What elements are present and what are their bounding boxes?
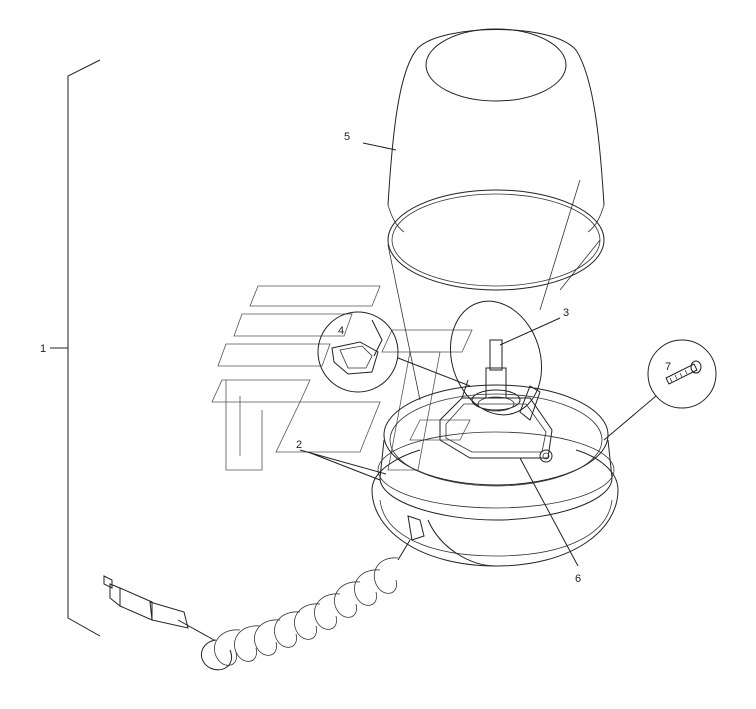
callout-1: 1: [40, 343, 46, 355]
assembly-bracket: [50, 59, 101, 637]
callout-7: 7: [665, 361, 671, 373]
coiled-cable: [103, 515, 425, 671]
reflector-plate: [439, 379, 579, 567]
projection-lines: [387, 179, 601, 401]
callout-6: 6: [575, 573, 581, 585]
lamp-base: [299, 384, 619, 567]
bulb: [449, 300, 561, 416]
screw-detail: [603, 339, 717, 441]
callout-2: 2: [296, 439, 302, 451]
callout-5: 5: [344, 131, 350, 143]
callout-4: 4: [338, 325, 344, 337]
callout-3: 3: [563, 307, 569, 319]
dome-lens: [362, 28, 605, 291]
background-logo-outline: [211, 285, 473, 471]
clip-detail: [317, 311, 471, 393]
